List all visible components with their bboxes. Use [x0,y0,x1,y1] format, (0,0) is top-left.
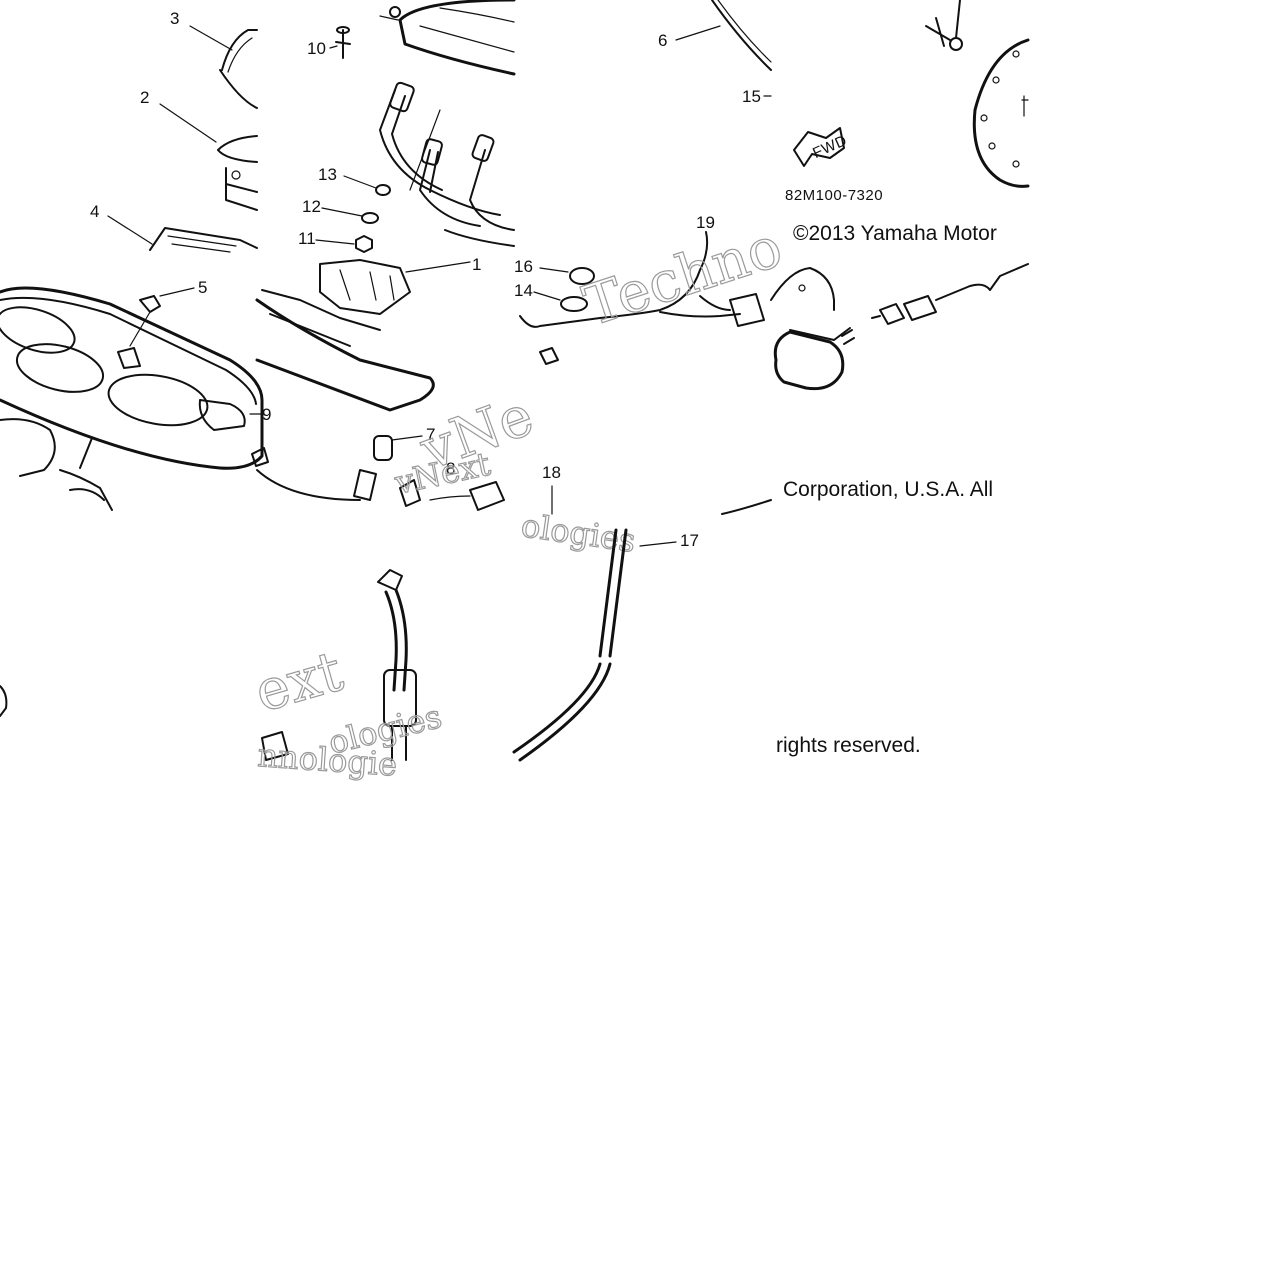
part-code: 82M100-7320 [785,187,883,204]
tile-bottom-left [0,685,8,717]
callout-13: 13 [318,165,337,184]
callout-1: 1 [472,255,481,274]
callout-19: 19 [696,213,715,232]
callout-4: 4 [90,202,99,221]
tile-middle-center-left: 1 7 8 vNe vNext [255,255,542,511]
callout-17: 17 [680,531,699,550]
copyright-line-3: rights reserved. [776,734,921,757]
tile-top-center-right: 6 15 [658,0,772,106]
callout-2: 2 [140,88,149,107]
watermark-text: ologies [519,506,638,560]
tile-middle-left: 5 9 [0,278,271,511]
tile-bottom-center-left: ext ologies nnologie [247,569,446,784]
copyright-line-1: ©2013 Yamaha Motor [793,222,997,245]
copyright-line-2: Corporation, U.S.A. All [783,478,993,501]
watermark-text: vNext [391,445,494,502]
callout-10: 10 [307,39,326,58]
callout-6: 6 [658,31,667,50]
fwd-arrow-icon: FWD [793,127,850,167]
callout-15: 15 [742,87,761,106]
callout-8: 8 [446,459,455,478]
callout-7: 7 [426,425,435,444]
callout-14: 14 [514,281,533,300]
callout-9: 9 [262,405,271,424]
tile-middle-right: Corporation, U.S.A. All [721,263,1029,515]
callout-11: 11 [298,229,316,248]
tile-bottom-center-right: 17 rights reserved. [512,528,921,762]
tile-top-center-left: 10 13 12 11 [298,0,516,253]
watermark-text: ext [248,639,350,726]
tile-top-left: 3 2 4 [90,9,258,253]
callout-3: 3 [170,9,179,28]
tile-top-right: FWD 82M100-7320 ©2013 Yamaha Motor [785,0,1030,245]
callout-16: 16 [514,257,533,276]
callout-5: 5 [198,278,207,297]
callout-12: 12 [302,197,321,216]
callout-18: 18 [542,463,561,482]
